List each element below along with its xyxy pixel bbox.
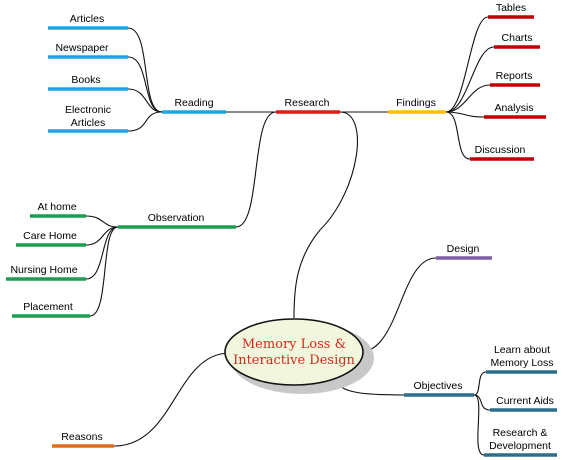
connector-center-design (359, 257, 437, 353)
node-newspaper[interactable]: Newspaper (55, 42, 109, 54)
node-current-aids[interactable]: Current Aids (496, 395, 554, 407)
connector-center-reasons (113, 352, 231, 447)
connector-learn (473, 371, 487, 396)
node-observation[interactable]: Observation (148, 212, 205, 224)
branch-bars (6, 15, 557, 457)
connector-current-aids (473, 394, 491, 411)
connector-electronic-articles (127, 111, 163, 132)
connector-reports (445, 84, 491, 113)
node-learn-about-line1[interactable]: Learn about (494, 344, 550, 356)
node-design[interactable]: Design (447, 243, 480, 255)
node-reading[interactable]: Reading (174, 97, 213, 109)
node-tables[interactable]: Tables (496, 2, 526, 14)
connector-books (127, 88, 163, 113)
node-care-home[interactable]: Care Home (23, 230, 77, 242)
center-title-line1: Memory Loss & (242, 337, 346, 352)
node-learn-about-line2[interactable]: Memory Loss (490, 357, 553, 369)
connector-tables (445, 16, 489, 113)
node-books[interactable]: Books (71, 74, 100, 86)
connector-charts (445, 46, 495, 113)
connector-newspaper (127, 56, 163, 113)
center-title-line2: Interactive Design (233, 353, 355, 368)
node-at-home[interactable]: At home (37, 201, 76, 213)
node-electronic-articles-line1[interactable]: Electronic (65, 104, 111, 116)
node-research[interactable]: Research (285, 97, 330, 109)
connector-research-dev (473, 394, 485, 456)
node-electronic-articles-line2[interactable]: Articles (71, 117, 105, 129)
connector-research-observation (235, 111, 277, 228)
connector-lines (85, 16, 495, 456)
connector-placement (89, 226, 119, 317)
connector-articles (127, 27, 163, 113)
node-placement[interactable]: Placement (23, 301, 73, 313)
node-analysis[interactable]: Analysis (494, 102, 533, 114)
connector-at-home (85, 215, 119, 228)
node-findings[interactable]: Findings (396, 97, 436, 109)
node-research-development-line1[interactable]: Research & (493, 427, 548, 439)
connector-analysis (445, 111, 485, 118)
center-node[interactable]: Memory Loss & Interactive Design (224, 318, 374, 394)
node-articles[interactable]: Articles (70, 13, 104, 25)
node-reports[interactable]: Reports (496, 70, 533, 82)
connector-nursing-home (85, 226, 119, 280)
connector-discussion (445, 111, 471, 160)
node-research-development-line2[interactable]: Development (489, 440, 551, 452)
node-charts[interactable]: Charts (502, 32, 533, 44)
node-reasons[interactable]: Reasons (61, 431, 102, 443)
node-objectives[interactable]: Objectives (413, 380, 462, 392)
center-node-ellipse[interactable] (224, 318, 364, 386)
node-discussion[interactable]: Discussion (475, 144, 526, 156)
node-nursing-home[interactable]: Nursing Home (10, 264, 77, 276)
connector-research-center (293, 111, 358, 319)
node-labels: Articles Newspaper Books Electronic Arti… (10, 2, 553, 452)
